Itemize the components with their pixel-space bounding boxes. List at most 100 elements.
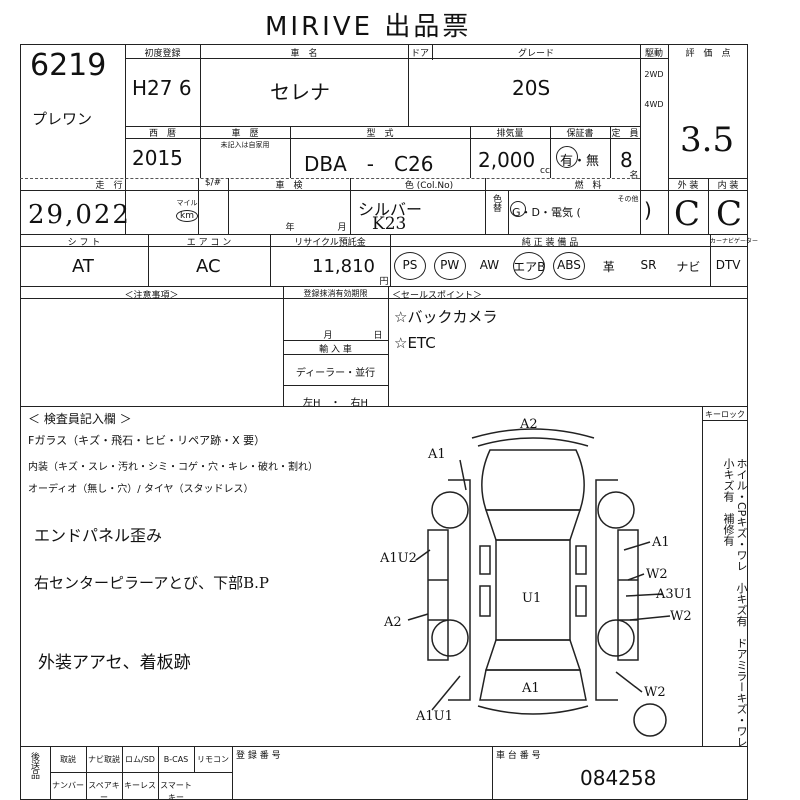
value-chassis-number: 084258: [580, 766, 657, 790]
label-doors: ドア: [410, 49, 429, 59]
value-displacement: 2,000: [478, 148, 536, 172]
label-reg-number: 登 録 番 号: [236, 751, 281, 761]
lot-number: 6219: [30, 48, 107, 83]
mark-front-left-fender: A1: [427, 447, 446, 462]
value-score: 3.5: [680, 120, 735, 160]
label-inspector: ＜ 検査員記入欄 ＞: [28, 412, 132, 426]
side-vertical-notes: ホイル・CPキズ・ワレ 小キズ有 ドアミラーキズ・ワレ 小キズ有 補修有: [722, 458, 748, 759]
handwritten-note-1: エンドパネル歪み: [34, 526, 163, 545]
label-keylock: キーロック: [705, 410, 745, 419]
label-shift: シ フ ト: [67, 238, 101, 248]
sales-point-2: ☆ETC: [394, 334, 436, 352]
label-history: 車 歴: [231, 129, 259, 139]
handwritten-note: プレワン: [32, 110, 93, 128]
mark-rear-window: W2: [644, 685, 666, 700]
value-grade: 20S: [512, 76, 551, 100]
inspector-line-3: オーディオ（無し・穴）/ タイヤ（スタッドレス）: [28, 484, 254, 495]
label-first-registration: 初度登録: [144, 49, 181, 59]
label-meter-change: $/#: [204, 178, 222, 188]
value-recycle: 11,810: [312, 256, 375, 277]
bottom-cell-5: リモコン: [197, 755, 229, 764]
mark-rear: A1: [521, 681, 540, 696]
value-color: シルバー: [358, 200, 423, 219]
handwritten-note-3: 外装アアセ、着板跡: [38, 653, 191, 673]
equipment-circle: [553, 252, 585, 280]
label-equipment: 純 正 装 備 品: [521, 238, 579, 248]
label-reg-day: 日: [373, 331, 383, 341]
equipment-item: SR: [640, 258, 657, 272]
label-color: 色 (Col.No): [404, 181, 454, 191]
label-grade: グレード: [517, 49, 554, 59]
label-inspection-month: 月: [337, 223, 347, 233]
form-title: MIRIVE 出品票: [265, 12, 472, 42]
equipment-circle: [393, 252, 426, 280]
value-exterior: C: [674, 194, 701, 234]
label-cartuner: カーナビゲーター: [710, 238, 759, 245]
label-fuel: 燃 料: [574, 181, 602, 191]
equipment-circle: [513, 252, 546, 280]
label-after-delivery: 後送品: [29, 752, 39, 779]
bottom-cell-2: ナビ取説: [88, 755, 120, 764]
mark-rear-left-quarter: A1U1: [415, 709, 453, 724]
label-dealer: ディーラー・並行: [295, 368, 376, 379]
value-shift: AT: [72, 256, 94, 277]
bottom-cell-6: ナンバー: [52, 781, 84, 790]
bottom-cell-3: ロム/SD: [125, 755, 155, 764]
mark-left-rear-door: A2: [383, 615, 402, 630]
equipment-item: AW: [479, 258, 500, 272]
value-capacity: 8: [620, 148, 633, 172]
mark-right-front-window: W2: [646, 567, 668, 582]
value-aircon: AC: [196, 256, 221, 277]
label-reg-month: 月: [323, 331, 333, 341]
label-yen: 円: [379, 277, 389, 287]
label-car-name: 車 名: [290, 49, 318, 59]
bottom-cell-9: スマートキー: [160, 781, 192, 800]
label-4wd: 4WD: [644, 100, 664, 109]
label-import-car: 輸 入 車: [319, 345, 352, 355]
handwritten-note-2: 右センターピラーアとび、下部B.P: [34, 574, 269, 592]
value-year: 2015: [132, 146, 183, 170]
inspector-line-2: 内装（キズ・スレ・汚れ・シミ・コゲ・穴・キレ・破れ・割れ）: [28, 462, 318, 473]
value-car-name: セレナ: [270, 80, 330, 104]
warranty-circle: [556, 146, 578, 168]
value-model: DBA - C26: [304, 152, 434, 176]
label-warranty: 保証書: [566, 129, 594, 139]
fuel-close: ): [644, 198, 652, 222]
label-mile: マイル: [176, 199, 198, 207]
label-chassis-number: 車 台 番 号: [496, 751, 541, 761]
value-color-code: K23: [372, 214, 407, 234]
label-mileage: 走 行: [95, 181, 123, 191]
label-model: 型 式: [366, 129, 394, 139]
label-drive: 駆動: [644, 49, 663, 59]
bottom-cell-7: スペアキー: [88, 781, 120, 800]
label-history-sub: 未記入は自家用: [220, 141, 270, 149]
mark-right-center-pillar: A3U1: [655, 587, 693, 602]
label-inspection-year: 年: [285, 223, 295, 233]
bottom-cell-8: キーレス: [124, 781, 156, 790]
label-aircon: エ ア コ ン: [186, 238, 232, 248]
equipment-item: ナビ: [676, 260, 701, 274]
value-first-registration: H27 6: [132, 76, 192, 100]
value-interior: C: [716, 194, 743, 234]
label-person-unit: 名: [629, 171, 639, 181]
label-capacity: 定 員: [611, 129, 639, 139]
mark-right-front-door: A1: [651, 535, 670, 550]
label-notes: ＜注意事項＞: [124, 291, 179, 301]
label-displacement: 排気量: [496, 129, 524, 139]
label-color-change: 色替: [491, 194, 501, 212]
fuel-options: G・D・電気 (: [512, 206, 581, 219]
label-score: 評 価 点: [685, 49, 731, 59]
bottom-cell-4: B-CAS: [163, 755, 189, 764]
inspector-line-1: Fガラス（キズ・飛石・ヒビ・リペア跡・X 要）: [28, 434, 266, 447]
value-mileage: 29,022: [28, 200, 131, 230]
label-2wd: 2WD: [644, 70, 664, 79]
sales-point-1: ☆バックカメラ: [394, 308, 498, 326]
mark-right-rear-window: W2: [670, 609, 692, 624]
mark-roof: U1: [522, 591, 541, 606]
fuel-circle-g: [510, 201, 526, 217]
mark-front-bumper: A2: [519, 417, 538, 432]
equipment-item: DTV: [715, 258, 741, 272]
mark-left-front-door: A1U2: [380, 551, 417, 566]
label-year: 西 暦: [148, 129, 176, 139]
label-cc: cc: [540, 166, 550, 176]
